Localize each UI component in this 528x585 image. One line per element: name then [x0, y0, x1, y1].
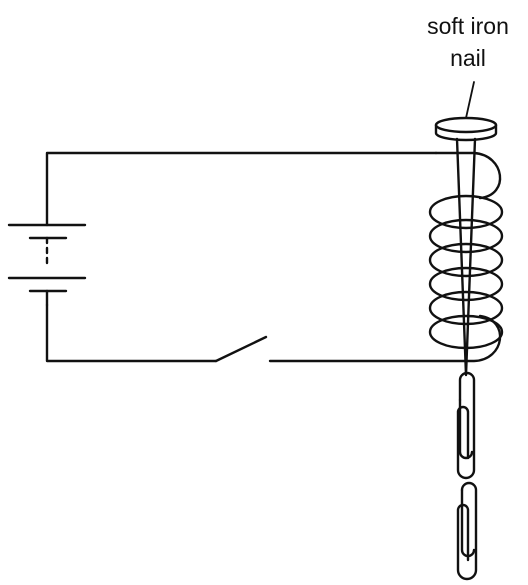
circuit-wires — [45, 151, 468, 363]
battery-icon — [7, 223, 87, 307]
coil-icon — [428, 151, 504, 363]
paperclip-icon-2 — [456, 481, 478, 581]
label-leader-line — [465, 81, 475, 119]
switch-icon — [214, 335, 268, 363]
paperclip-icon — [456, 371, 476, 480]
nail-icon — [434, 116, 498, 377]
nail-label-line1: soft iron — [427, 13, 509, 39]
nail-label-line2: nail — [450, 45, 486, 71]
